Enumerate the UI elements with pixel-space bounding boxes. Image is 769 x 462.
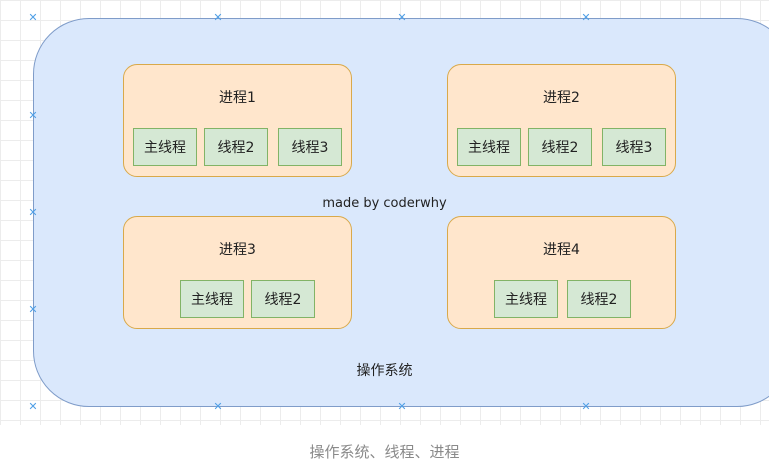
process-title: 进程2 [543,90,580,106]
process-title: 进程4 [543,242,580,258]
thread-box: 主线程 [457,128,521,166]
thread-box: 线程3 [602,128,666,166]
x-marker-icon: ✕ [397,11,407,24]
x-marker-icon: ✕ [28,11,38,24]
thread-box: 线程3 [278,128,342,166]
process-title: 进程3 [219,242,256,258]
diagram-canvas: 进程1 主线程 线程2 线程3 进程2 主线程 线程2 线程3 made by … [0,0,769,425]
os-label: 操作系统 [356,363,413,379]
x-marker-icon: ✕ [213,11,223,24]
process-title: 进程1 [219,90,256,106]
thread-box: 线程2 [528,128,592,166]
x-marker-icon: ✕ [581,11,591,24]
x-marker-icon: ✕ [213,400,223,413]
x-marker-icon: ✕ [581,400,591,413]
x-marker-icon: ✕ [28,400,38,413]
thread-box: 线程2 [251,280,315,318]
process-box-2: 进程2 主线程 线程2 线程3 [447,64,676,177]
x-marker-icon: ✕ [28,206,38,219]
x-marker-icon: ✕ [28,303,38,316]
x-marker-icon: ✕ [397,400,407,413]
process-box-4: 进程4 主线程 线程2 [447,216,676,329]
figure-caption: 操作系统、线程、进程 [309,443,460,461]
credit-text: made by coderwhy [322,196,447,211]
thread-box: 主线程 [494,280,558,318]
process-box-3: 进程3 主线程 线程2 [123,216,352,329]
thread-box: 主线程 [133,128,197,166]
x-marker-icon: ✕ [28,109,38,122]
thread-box: 线程2 [204,128,268,166]
thread-box: 线程2 [567,280,631,318]
process-box-1: 进程1 主线程 线程2 线程3 [123,64,352,177]
thread-box: 主线程 [180,280,244,318]
